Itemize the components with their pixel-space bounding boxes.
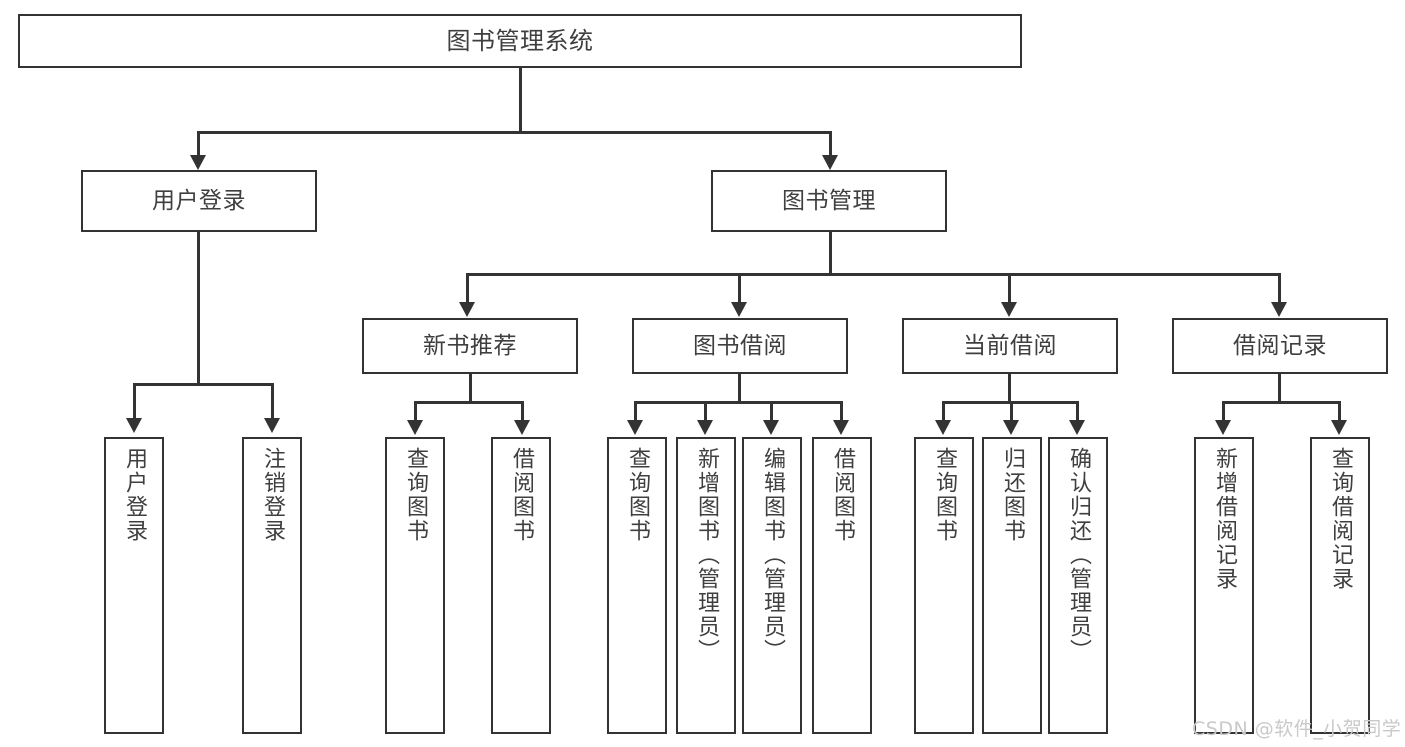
arrow-leaf-borrow-book-1 — [514, 420, 530, 435]
node-label: 查询图书 — [402, 447, 428, 543]
arrow-to-book-manage — [822, 155, 838, 170]
arrow-leaf-add-book — [697, 420, 713, 435]
connector-borrow-record-bus — [1222, 401, 1340, 404]
arrow-leaf-edit-book — [763, 420, 779, 435]
connector-borrow-record-drop-2 — [1338, 401, 1341, 421]
arrow-to-book-borrow — [731, 302, 747, 317]
connector-book-borrow-drop-3 — [770, 401, 773, 421]
connector-to-borrow-record — [1278, 273, 1281, 303]
leaf-borrow-book[interactable]: 借阅图书 — [812, 437, 872, 734]
connector-root-bus — [197, 131, 831, 134]
node-label: 图书管理系统 — [446, 27, 594, 55]
connector-book-borrow-stem — [738, 374, 741, 402]
connector-book-manage-stem — [829, 232, 832, 274]
node-label: 归还图书 — [999, 447, 1025, 543]
connector-user-login-drop-1 — [133, 383, 136, 419]
node-label: 当前借阅 — [963, 332, 1057, 359]
node-book-manage[interactable]: 图书管理 — [711, 170, 947, 232]
connector-to-book-manage — [829, 131, 832, 157]
node-label: 图书管理 — [782, 187, 876, 214]
leaf-query-borrow-record[interactable]: 查询借阅记录 — [1310, 437, 1370, 734]
leaf-add-book-admin[interactable]: 新增图书（管理员） — [676, 437, 736, 734]
node-label: 注销登录 — [259, 447, 285, 543]
node-label: 确认归还（管理员） — [1065, 447, 1091, 663]
connector-new-book-stem — [469, 374, 472, 402]
arrow-to-new-book — [459, 302, 475, 317]
leaf-confirm-return-admin[interactable]: 确认归还（管理员） — [1048, 437, 1108, 734]
csdn-watermark: CSDN @软件_小贺同学 — [1192, 718, 1402, 740]
leaf-edit-book-admin[interactable]: 编辑图书（管理员） — [742, 437, 802, 734]
connector-current-borrow-drop-3 — [1076, 401, 1079, 421]
node-label: 编辑图书（管理员） — [759, 447, 785, 663]
connector-current-borrow-drop-2 — [1010, 401, 1013, 421]
connector-new-book-bus — [414, 401, 524, 404]
connector-book-borrow-drop-1 — [634, 401, 637, 421]
connector-new-book-drop-1 — [414, 401, 417, 421]
arrow-leaf-query-book-1 — [407, 420, 423, 435]
arrow-leaf-confirm-return — [1069, 420, 1085, 435]
connector-current-borrow-bus — [942, 401, 1076, 404]
node-user-login[interactable]: 用户登录 — [81, 170, 317, 232]
node-label: 借阅图书 — [829, 447, 855, 543]
leaf-query-book-current[interactable]: 查询图书 — [914, 437, 974, 734]
leaf-return-book[interactable]: 归还图书 — [982, 437, 1042, 734]
node-label: 新书推荐 — [423, 332, 517, 359]
arrow-leaf-borrow-book-2 — [833, 420, 849, 435]
node-label: 图书借阅 — [693, 332, 787, 359]
arrow-leaf-user-login — [126, 418, 142, 433]
node-label: 用户登录 — [121, 447, 147, 543]
leaf-add-borrow-record[interactable]: 新增借阅记录 — [1194, 437, 1254, 734]
arrow-to-user-login — [190, 155, 206, 170]
connector-borrow-record-stem — [1278, 374, 1281, 402]
connector-user-login-bus — [133, 383, 273, 386]
connector-new-book-drop-2 — [521, 401, 524, 421]
node-label: 用户登录 — [152, 187, 246, 214]
node-new-book-recommend[interactable]: 新书推荐 — [362, 318, 578, 374]
connector-to-user-login — [197, 131, 200, 157]
connector-to-new-book — [466, 273, 469, 303]
connector-current-borrow-stem — [1008, 374, 1011, 402]
connector-to-book-borrow — [738, 273, 741, 303]
node-label: 查询图书 — [624, 447, 650, 543]
node-label: 查询图书 — [931, 447, 957, 543]
node-book-borrow[interactable]: 图书借阅 — [632, 318, 848, 374]
connector-book-borrow-drop-2 — [704, 401, 707, 421]
leaf-user-login[interactable]: 用户登录 — [104, 437, 164, 734]
arrow-leaf-logout — [264, 418, 280, 433]
connector-user-login-stem — [197, 232, 200, 384]
arrow-to-current-borrow — [1001, 302, 1017, 317]
node-current-borrow[interactable]: 当前借阅 — [902, 318, 1118, 374]
connector-user-login-drop-2 — [271, 383, 274, 419]
leaf-query-book-recommend[interactable]: 查询图书 — [385, 437, 445, 734]
connector-book-borrow-bus — [634, 401, 842, 404]
leaf-logout[interactable]: 注销登录 — [242, 437, 302, 734]
arrow-leaf-query-record — [1331, 420, 1347, 435]
node-label: 借阅图书 — [508, 447, 534, 543]
connector-borrow-record-drop-1 — [1222, 401, 1225, 421]
arrow-leaf-add-record — [1215, 420, 1231, 435]
leaf-query-book-borrow[interactable]: 查询图书 — [607, 437, 667, 734]
arrow-leaf-query-book-2 — [627, 420, 643, 435]
node-borrow-record[interactable]: 借阅记录 — [1172, 318, 1388, 374]
node-label: 新增图书（管理员） — [693, 447, 719, 663]
connector-book-borrow-drop-4 — [840, 401, 843, 421]
connector-to-current-borrow — [1008, 273, 1011, 303]
arrow-leaf-return-book — [1003, 420, 1019, 435]
leaf-borrow-book-recommend[interactable]: 借阅图书 — [491, 437, 551, 734]
node-label: 查询借阅记录 — [1327, 447, 1353, 591]
arrow-leaf-query-book-3 — [935, 420, 951, 435]
connector-root-stem — [519, 68, 522, 132]
arrow-to-borrow-record — [1271, 302, 1287, 317]
node-label: 借阅记录 — [1233, 332, 1327, 359]
node-root-system[interactable]: 图书管理系统 — [18, 14, 1022, 68]
node-label: 新增借阅记录 — [1211, 447, 1237, 591]
connector-book-manage-bus — [466, 273, 1280, 276]
connector-current-borrow-drop-1 — [942, 401, 945, 421]
